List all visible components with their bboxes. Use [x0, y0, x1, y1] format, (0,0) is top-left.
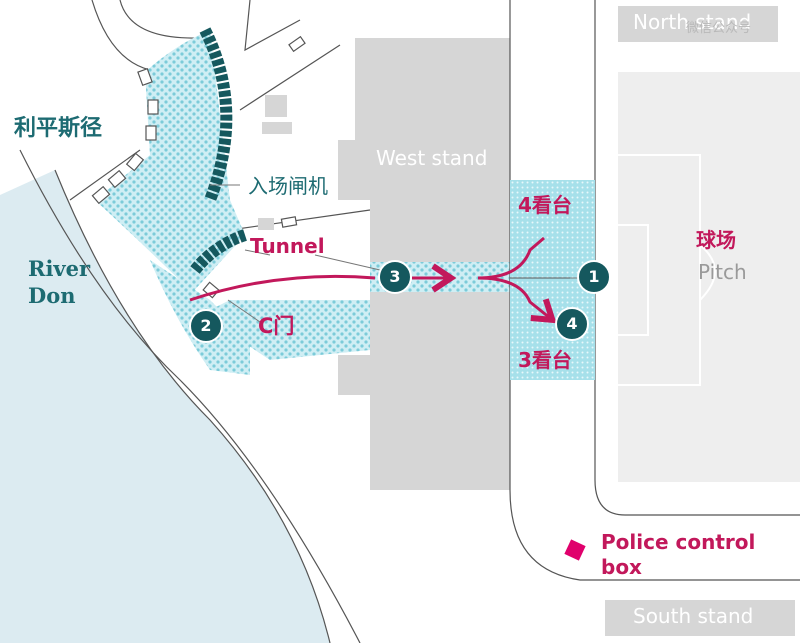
- flow-arrow-split: [477, 236, 550, 318]
- road-edge-left: [19, 149, 361, 643]
- north-stand-label: North stand: [633, 10, 752, 34]
- turnstile-arc: [199, 27, 233, 203]
- building-c: [258, 218, 274, 230]
- stadium-road: [509, 0, 800, 581]
- building-a: [265, 95, 287, 117]
- marker-3: 3: [378, 260, 412, 294]
- pitch-arc: [699, 244, 716, 301]
- pen3-label: 3看台: [518, 348, 572, 372]
- south-stand-label: South stand: [633, 604, 754, 628]
- pitch-cn-label: 球场: [696, 228, 736, 252]
- turnstiles-label: 入场闸机: [248, 174, 328, 198]
- stadium-inner: [594, 0, 800, 516]
- marker-4: 4: [555, 307, 589, 341]
- river-bank: [54, 169, 331, 643]
- police-box-label: Police control box: [601, 530, 756, 579]
- watermark-label: 微信公众号: [686, 21, 752, 36]
- pitch-lines: [618, 154, 701, 386]
- flow-arrow-left: [189, 274, 376, 302]
- leppings-lane-label: 利平斯径: [14, 116, 103, 141]
- pitch-en-label: Pitch: [698, 260, 747, 284]
- river-don-label: River Don: [28, 256, 91, 309]
- building-b: [262, 122, 292, 134]
- north-stand-bar: [618, 6, 778, 42]
- tunnel-label: Tunnel: [250, 234, 325, 258]
- police-box-shape: [564, 539, 586, 561]
- west-stand-label: West stand: [376, 146, 488, 170]
- marker-2: 2: [189, 309, 223, 343]
- road-lines: [69, 0, 371, 231]
- turnstile-arc-2: [190, 229, 248, 274]
- crowd-main: [95, 155, 370, 360]
- gate-c-label: C门: [258, 314, 295, 338]
- marker-1: 1: [577, 260, 611, 294]
- south-stand-bar: [605, 600, 795, 636]
- pen4-label: 4看台: [518, 193, 572, 217]
- leader-lines: [210, 184, 590, 323]
- river-don: [0, 170, 330, 643]
- crowd-north-fan: [145, 30, 230, 200]
